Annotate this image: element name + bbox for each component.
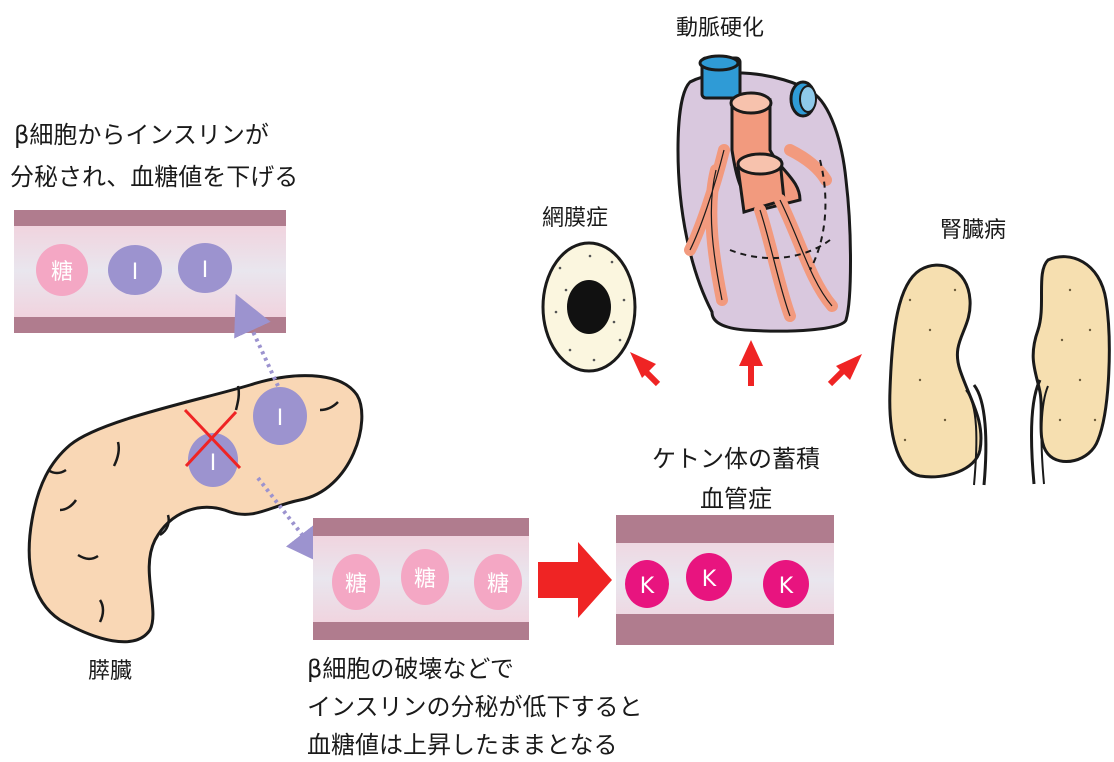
sugar-token: 糖 — [36, 244, 88, 296]
eye-illustration — [543, 243, 635, 371]
pancreas: I I — [29, 376, 362, 642]
beta-cell-label: I — [277, 406, 284, 431]
arrow-to-heart — [739, 340, 763, 386]
sugar-token: 糖 — [332, 554, 380, 610]
ketone-token-label: K — [640, 574, 655, 599]
beta-cell-label: I — [210, 451, 217, 476]
insulin-token: I — [108, 245, 162, 295]
insulin-token-label: I — [202, 258, 209, 283]
sugar-token-label: 糖 — [487, 572, 509, 597]
ketone-token-label: K — [702, 567, 717, 592]
beta-cell-caption-line1: β細胞からインスリンが — [14, 118, 269, 152]
insulin-token: I — [178, 243, 232, 293]
sugar-token-label: 糖 — [51, 260, 73, 285]
sugar-token: 糖 — [401, 549, 449, 605]
label-pancreas: 膵臓 — [88, 655, 132, 689]
arrow-to-kidney — [830, 354, 862, 384]
heart-illustration — [678, 56, 851, 331]
vessel-bottom: 糖 糖 糖 — [313, 518, 529, 640]
big-arrow-right — [538, 542, 612, 618]
ketone-token-label: K — [779, 574, 794, 599]
bottom-caption-line3: 血糖値は上昇したままとなる — [307, 728, 618, 762]
insulin-token-label: I — [132, 260, 139, 285]
beta-cell-caption-line2: 分秘され、血糖値を下げる — [10, 160, 298, 194]
ketone-caption-line1: ケトン体の蓄積 — [652, 442, 820, 476]
bottom-caption-line1: β細胞の破壊などで — [307, 652, 514, 686]
ketone-token: K — [686, 553, 732, 601]
ketone-token: K — [763, 560, 809, 608]
label-atherosclerosis: 動脈硬化 — [676, 12, 764, 46]
sugar-token-label: 糖 — [414, 567, 436, 592]
kidney-illustration — [890, 257, 1109, 485]
label-retinopathy: 網膜症 — [542, 202, 608, 236]
vessel-ketone: K K K — [616, 515, 834, 645]
ketone-token: K — [625, 560, 669, 608]
ketone-caption-line2: 血管症 — [700, 482, 772, 516]
vessel-wall-bottom — [14, 317, 286, 333]
sugar-token: 糖 — [474, 554, 522, 610]
label-nephropathy: 腎臓病 — [940, 214, 1006, 248]
arrow-to-eye — [630, 352, 658, 384]
beta-cell: I — [253, 387, 307, 445]
vessel-wall-top — [14, 210, 286, 226]
bottom-caption-line2: インスリンの分秘が低下すると — [307, 690, 643, 724]
sugar-token-label: 糖 — [345, 572, 367, 597]
